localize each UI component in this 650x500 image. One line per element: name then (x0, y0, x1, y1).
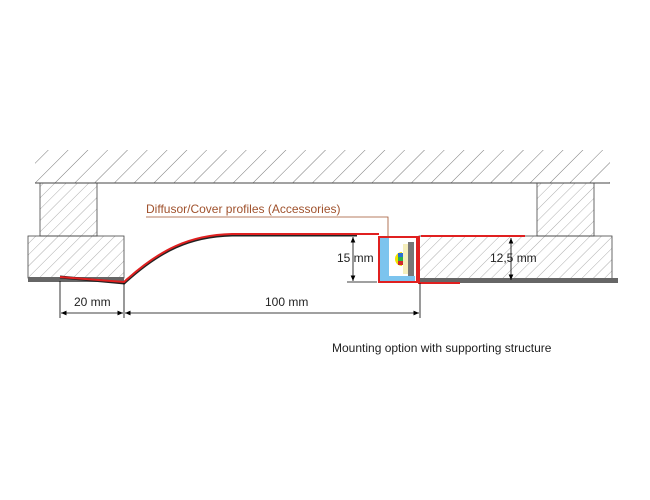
dim-board-label: 12,5 mm (490, 251, 537, 265)
dim-span-label: 100 mm (265, 295, 308, 309)
dim-left-label: 20 mm (74, 295, 111, 309)
led-profile (357, 233, 525, 284)
ceiling (35, 150, 610, 183)
label-leader (146, 216, 389, 237)
caption: Mounting option with supporting structur… (332, 341, 552, 355)
cover-profile-curve-red (59, 233, 357, 284)
left-support-batten (39, 182, 98, 237)
dim-height-label: 15 mm (337, 251, 374, 265)
right-support-batten (536, 182, 595, 237)
right-board-strip (419, 278, 618, 283)
left-board (27, 235, 125, 279)
diffusor-label: Diffusor/Cover profiles (Accessories) (146, 202, 341, 216)
